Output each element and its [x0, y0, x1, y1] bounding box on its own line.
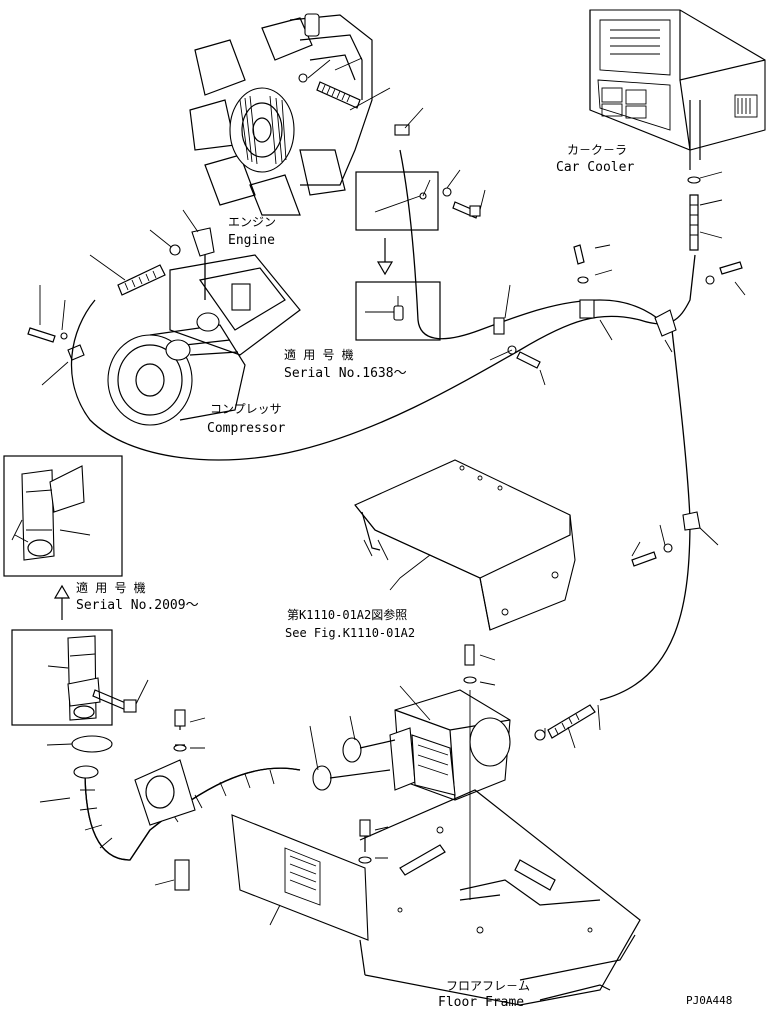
label-serial-1638: 適 用 号 機 Serial No.1638～	[284, 347, 407, 381]
engine-detail-box	[355, 169, 486, 341]
label-serial-2009-en: Serial No.2009～	[76, 598, 199, 613]
label-see-fig: 第K1110-01A2図参照 See Fig.K1110-01A2	[285, 607, 415, 640]
blower-unit-drawing	[309, 644, 601, 900]
label-see-fig-en: See Fig.K1110-01A2	[285, 626, 415, 640]
compressor-drawing	[27, 209, 301, 426]
label-serial-2009-jp: 適 用 号 機	[76, 580, 146, 595]
car-cooler-drawing	[589, 9, 766, 251]
label-compressor: コンプレッサ Compressor	[207, 402, 285, 436]
label-serial-2009: 適 用 号 機 Serial No.2009～	[76, 580, 199, 613]
bracket-drawing	[354, 459, 576, 631]
label-floor-frame-en: Floor Frame	[438, 995, 524, 1010]
label-engine: エンジン Engine	[228, 215, 276, 248]
refrigerant-lines	[70, 149, 746, 701]
detail-inset-base	[11, 629, 149, 726]
label-serial-1638-en: Serial No.1638～	[284, 366, 407, 381]
label-car-cooler-en: Car Cooler	[556, 160, 634, 175]
label-engine-en: Engine	[228, 233, 275, 248]
duct-hose-drawing	[39, 709, 301, 891]
figure-code: PJ0A448	[686, 994, 732, 1007]
label-car-cooler-jp: カ－ク－ラ	[567, 143, 627, 157]
floor-frame-drawing	[231, 789, 641, 1006]
label-compressor-en: Compressor	[207, 421, 285, 436]
label-floor-frame: フロアフレ－ム Floor Frame	[438, 979, 530, 1010]
label-compressor-jp: コンプレッサ	[210, 402, 282, 416]
engine-drawing	[189, 13, 424, 216]
detail-inset-serial-2009	[3, 455, 123, 620]
label-see-fig-jp: 第K1110-01A2図参照	[287, 607, 407, 622]
label-serial-1638-jp: 適 用 号 機	[284, 347, 354, 362]
label-floor-frame-jp: フロアフレ－ム	[446, 979, 530, 993]
label-engine-jp: エンジン	[228, 215, 276, 229]
label-car-cooler: カ－ク－ラ Car Cooler	[556, 143, 634, 175]
